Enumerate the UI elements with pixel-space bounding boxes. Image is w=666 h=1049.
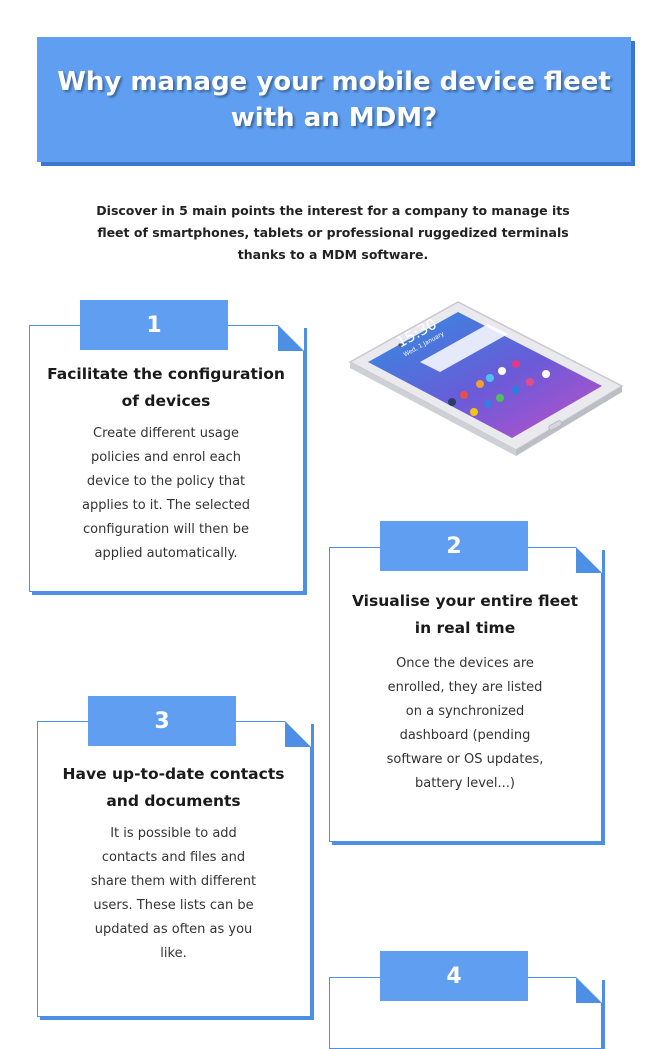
- card-3-body-line: like.: [160, 946, 187, 961]
- app-icons: [448, 360, 550, 416]
- card-1-body-line: device to the policy that: [86, 474, 246, 489]
- card-4-number-tab: 4: [380, 951, 528, 1001]
- card-2: [329, 547, 602, 842]
- card-3-body-line: share them with different: [90, 874, 257, 889]
- card-3-body: It is possible to add contacts and files…: [38, 822, 309, 966]
- card-3-number: 3: [154, 708, 170, 734]
- card-2-body-line: dashboard (pending: [399, 728, 531, 743]
- card-2-body-line: enrolled, they are listed: [387, 680, 543, 695]
- page-title: Why manage your mobile device fleet with…: [57, 64, 611, 136]
- card-1-title-line-1: Facilitate the configuration: [47, 365, 285, 383]
- card-3-body-line: users. These lists can be: [93, 898, 254, 913]
- card-2-body: Once the devices are enrolled, they are …: [330, 652, 600, 796]
- card-1-title-line-2: of devices: [121, 392, 211, 410]
- card-fold-corner: [576, 547, 602, 573]
- card-3-title-line-2: and documents: [106, 792, 241, 810]
- page-title-line-1: Why manage your mobile device fleet: [57, 66, 611, 97]
- card-1-body-line: policies and enrol each: [90, 450, 242, 465]
- card-3-body-line: It is possible to add: [110, 826, 237, 841]
- card-2-body-line: on a synchronized: [405, 704, 525, 719]
- card-2-title-line-2: in real time: [414, 619, 516, 637]
- header-banner: Why manage your mobile device fleet with…: [37, 37, 631, 162]
- card-3-number-tab: 3: [88, 696, 236, 746]
- tablet-illustration: 15:30 Wed, 1 January: [348, 301, 624, 456]
- card-fold-corner: [285, 721, 311, 747]
- card-fold-corner: [278, 325, 304, 351]
- card-1-body-line: Create different usage: [93, 426, 239, 441]
- card-1-body-line: applies to it. The selected: [82, 498, 250, 513]
- card-1-body: Create different usage policies and enro…: [30, 422, 302, 566]
- card-1-number: 1: [146, 312, 162, 338]
- intro-line-3: thanks to a MDM software.: [237, 247, 429, 262]
- card-2-body-line: battery level...): [415, 776, 515, 791]
- card-4-number: 4: [446, 963, 462, 989]
- card-1-number-tab: 1: [80, 300, 228, 350]
- card-2-number-tab: 2: [380, 521, 528, 571]
- card-2-title: Visualise your entire fleet in real time: [330, 588, 600, 642]
- card-2-title-line-1: Visualise your entire fleet: [351, 592, 579, 610]
- card-fold-corner: [576, 977, 602, 1003]
- page-title-line-2: with an MDM?: [230, 102, 438, 133]
- card-2-number: 2: [446, 533, 462, 559]
- card-1-body-line: configuration will then be: [83, 522, 249, 537]
- card-3: [37, 721, 311, 1017]
- intro-line-1: Discover in 5 main points the interest f…: [96, 203, 570, 218]
- intro-line-2: fleet of smartphones, tablets or profess…: [97, 225, 569, 240]
- card-1: [29, 325, 304, 592]
- intro-text: Discover in 5 main points the interest f…: [88, 200, 578, 266]
- card-2-body-line: Once the devices are: [396, 656, 534, 671]
- card-3-body-line: contacts and files and: [101, 850, 246, 865]
- card-1-body-line: applied automatically.: [94, 546, 238, 561]
- card-3-title-line-1: Have up-to-date contacts: [62, 765, 285, 783]
- card-2-body-line: software or OS updates,: [386, 752, 544, 767]
- card-1-title: Facilitate the configuration of devices: [30, 361, 302, 415]
- card-3-body-line: updated as often as you: [94, 922, 253, 937]
- card-3-title: Have up-to-date contacts and documents: [38, 761, 309, 815]
